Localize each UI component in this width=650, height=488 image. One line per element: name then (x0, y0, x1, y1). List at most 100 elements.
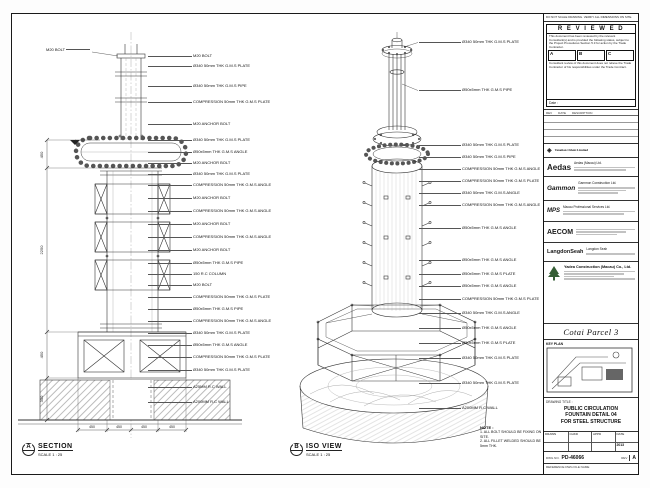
drawing-sheet: 450 2250 450 300 450 450 450 450 (11, 13, 639, 475)
annotation-label: COMPRESSION 50mm THK G.M.S ANGLE (147, 318, 272, 323)
annotation-label: M20 ANCHOR BOLT (147, 160, 231, 165)
address-lines (586, 253, 635, 255)
annotation-label: Ø340 50mm THK G.M.S PIPE (419, 154, 516, 159)
section-view (18, 32, 242, 438)
stamp-date-label: Date : (547, 99, 635, 106)
company-row: AECOM (544, 222, 638, 243)
dwg-number-row: DWG NO. PD-46066 REV A (544, 452, 638, 464)
revision-row (544, 123, 638, 130)
review-stamp: R E V I E W E D This document has been r… (544, 22, 638, 110)
annotation-label: Ø340 50mm THK G.M.S ANGLE (419, 190, 520, 195)
dwg-no-value: PD-46066 (561, 454, 585, 461)
dim-text: 450 (89, 425, 95, 429)
annotation-label: COMPRESSION 50mm THK G.M.S ANGLE (418, 166, 541, 171)
stamp-title: R E V I E W E D (547, 25, 635, 34)
annotation-label: COMPRESSION 50mm THK G.M.S ANGLE (147, 208, 272, 213)
revision-row (544, 137, 638, 143)
company-row: LangdonSeah Langdon Seah (544, 243, 638, 262)
annotation-label: COMPRESSION 50mm THK G.M.S ANGLE (418, 202, 541, 207)
company-name: Langdon Seah (586, 247, 608, 252)
rev-label: REV (621, 455, 628, 460)
iso-view (299, 32, 489, 444)
key-plan-label: KEY PLAN (546, 342, 564, 346)
approval-label: CHKD (567, 432, 592, 442)
iso-marker-icon: B (290, 443, 303, 456)
address-lines (574, 166, 635, 171)
company-row: Aedas Aedas (Macau) Ltd. (544, 158, 638, 177)
annotation-label: COMPRESSION 50mm THK G.M.S ANGLE (147, 182, 272, 187)
annotation-label: Ø340 50mm THK G.M.S PLATE (419, 142, 519, 147)
annotation-label: A25MM R.C WALL (148, 384, 227, 389)
rev-col: REV (546, 110, 553, 115)
dim-text: 450 (39, 351, 44, 358)
contractor-tree-logo (548, 266, 560, 281)
note-line: 2. ALL FILLET WELDED SHOULD BE 5mm THK. (480, 439, 541, 448)
annotation-label: COMPRESSION 50mm THK G.M.S ANGLE (147, 234, 272, 239)
approval-value (544, 441, 568, 452)
key-plan-map (546, 347, 633, 393)
approval-grid: DRAWN CHKD APPD DATE 2013 (544, 432, 638, 452)
annotation-label: M20 ANCHOR BOLT (147, 195, 231, 200)
annotation-label: Ø50x5mm THK G.M.S PIPE (418, 87, 513, 92)
approval-value: 2013 (614, 441, 638, 451)
annotation-label: M20 BOLT (147, 282, 213, 287)
section-marker-letter: A (25, 443, 32, 450)
aedas-logo: Aedas (547, 162, 572, 172)
cad-linework: 450 2250 450 300 450 450 450 450 (18, 32, 489, 444)
view-scale: SCALE 1 : 25 (38, 452, 63, 457)
reference-row: REFERENCE DWG FILE NAME (546, 465, 590, 469)
company-name: Macau Professional Services Ltd. (563, 204, 611, 209)
drawing-title-label: DRAWING TITLE : (546, 400, 573, 404)
iso-view-title: B ISO VIEW SCALE 1 : 25 (290, 443, 342, 457)
dim-text: 450 (169, 425, 175, 429)
annotation-label: Ø340 50mm THK G.M.S PLATE (148, 171, 250, 176)
company-row: MPS Macau Professional Services Ltd. (544, 201, 638, 222)
approval-label: DRAWN (545, 432, 557, 436)
company-row: Gammon Gammon Construction Ltd. (544, 177, 638, 201)
status-option-b: B (577, 50, 605, 62)
dim-text: 450 (39, 151, 44, 158)
dwg-no-label: DWG NO. (546, 455, 560, 460)
drawing-title-line: PUBLIC CIRCULATION (563, 405, 619, 412)
annotation-label: M20 ANCHOR BOLT (147, 221, 231, 226)
gammon-logo: Gammon (547, 185, 576, 192)
annotation-label: Ø50x5mm THK G.M.S PLATE (418, 340, 516, 345)
annotation-label: COMPRESSION 50mm THK G.M.S PLATE (147, 294, 271, 299)
general-notes: NOTE : 1. ALL BOLT SHOULD BE FIXING ON S… (480, 425, 542, 448)
revision-table: REV DATE DESCRIPTION (544, 110, 638, 144)
annotation-label: 150 R.C COLUMN (147, 271, 227, 276)
no-scale-note: DO NOT SCALE DRAWING. VERIFY ALL DIMENSI… (544, 14, 638, 22)
section-view-title: A SECTION SCALE 1 : 25 (22, 443, 73, 457)
company-name: Venetian Orient Limited (554, 147, 588, 152)
venetian-logo: ◈ (547, 148, 552, 154)
annotation-label: COMPRESSION 50mm THK G.M.S PLATE (147, 99, 271, 104)
note-line: 1. ALL BOLT SHOULD BE FIXING ON SITE. (480, 430, 542, 439)
annotation-label: Ø340 50mm THK G.M.S PLATE (148, 330, 250, 335)
annotation-label: Ø50x5mm THK G.M.S PIPE (147, 306, 244, 311)
contractor-name: Yadea Construction (Macau) Co., Ltd. (564, 265, 632, 269)
title-block: DO NOT SCALE DRAWING. VERIFY ALL DIMENSI… (543, 14, 638, 474)
annotation-label: COMPRESSION 50mm THK G.M.S PLATE (418, 178, 540, 183)
annotation-label: Ø50x5mm THK G.M.S ANGLE (418, 283, 517, 288)
approval-label: APPD (591, 432, 615, 442)
date-col: DATE (558, 110, 566, 115)
project-name: Cotai Parcel 3 (544, 324, 638, 340)
annotation-label: Ø340 50mm THK G.M.S PLATE (419, 355, 519, 360)
annotation-label: Ø340 50mm THK G.M.S PLATE (148, 137, 250, 142)
stamp-status-options: A B C (547, 50, 635, 62)
approval-value (567, 441, 591, 451)
annotation-label: Ø340 50mm THK G.M.S ANGLE (419, 310, 520, 315)
annotation-label: Ø50x5mm THK G.M.S PIPE (147, 260, 244, 265)
annotation-label: Ø50x5mm THK G.M.S ANGLE (418, 257, 517, 262)
stamp-body: This document has been reviewed by the r… (549, 34, 629, 49)
annotation-label: M20 BOLT (46, 47, 91, 52)
annotation-label: Ø50x5mm THK G.M.S ANGLE (418, 325, 517, 330)
drawing-title-line: FOR STEEL STRUCTURE (560, 418, 622, 425)
address-lines (578, 187, 635, 194)
annotation-label: Ø340 50mm THK G.M.S PLATE (419, 39, 519, 44)
status-option-a: A (548, 50, 576, 62)
annotation-label: Ø340 50mm THK G.M.S PLATE (148, 63, 250, 68)
mps-logo: MPS (547, 208, 561, 214)
annotation-label: Ø340 50mm THK G.M.S PIPE (148, 83, 247, 88)
approval-label: DATE (614, 432, 639, 442)
